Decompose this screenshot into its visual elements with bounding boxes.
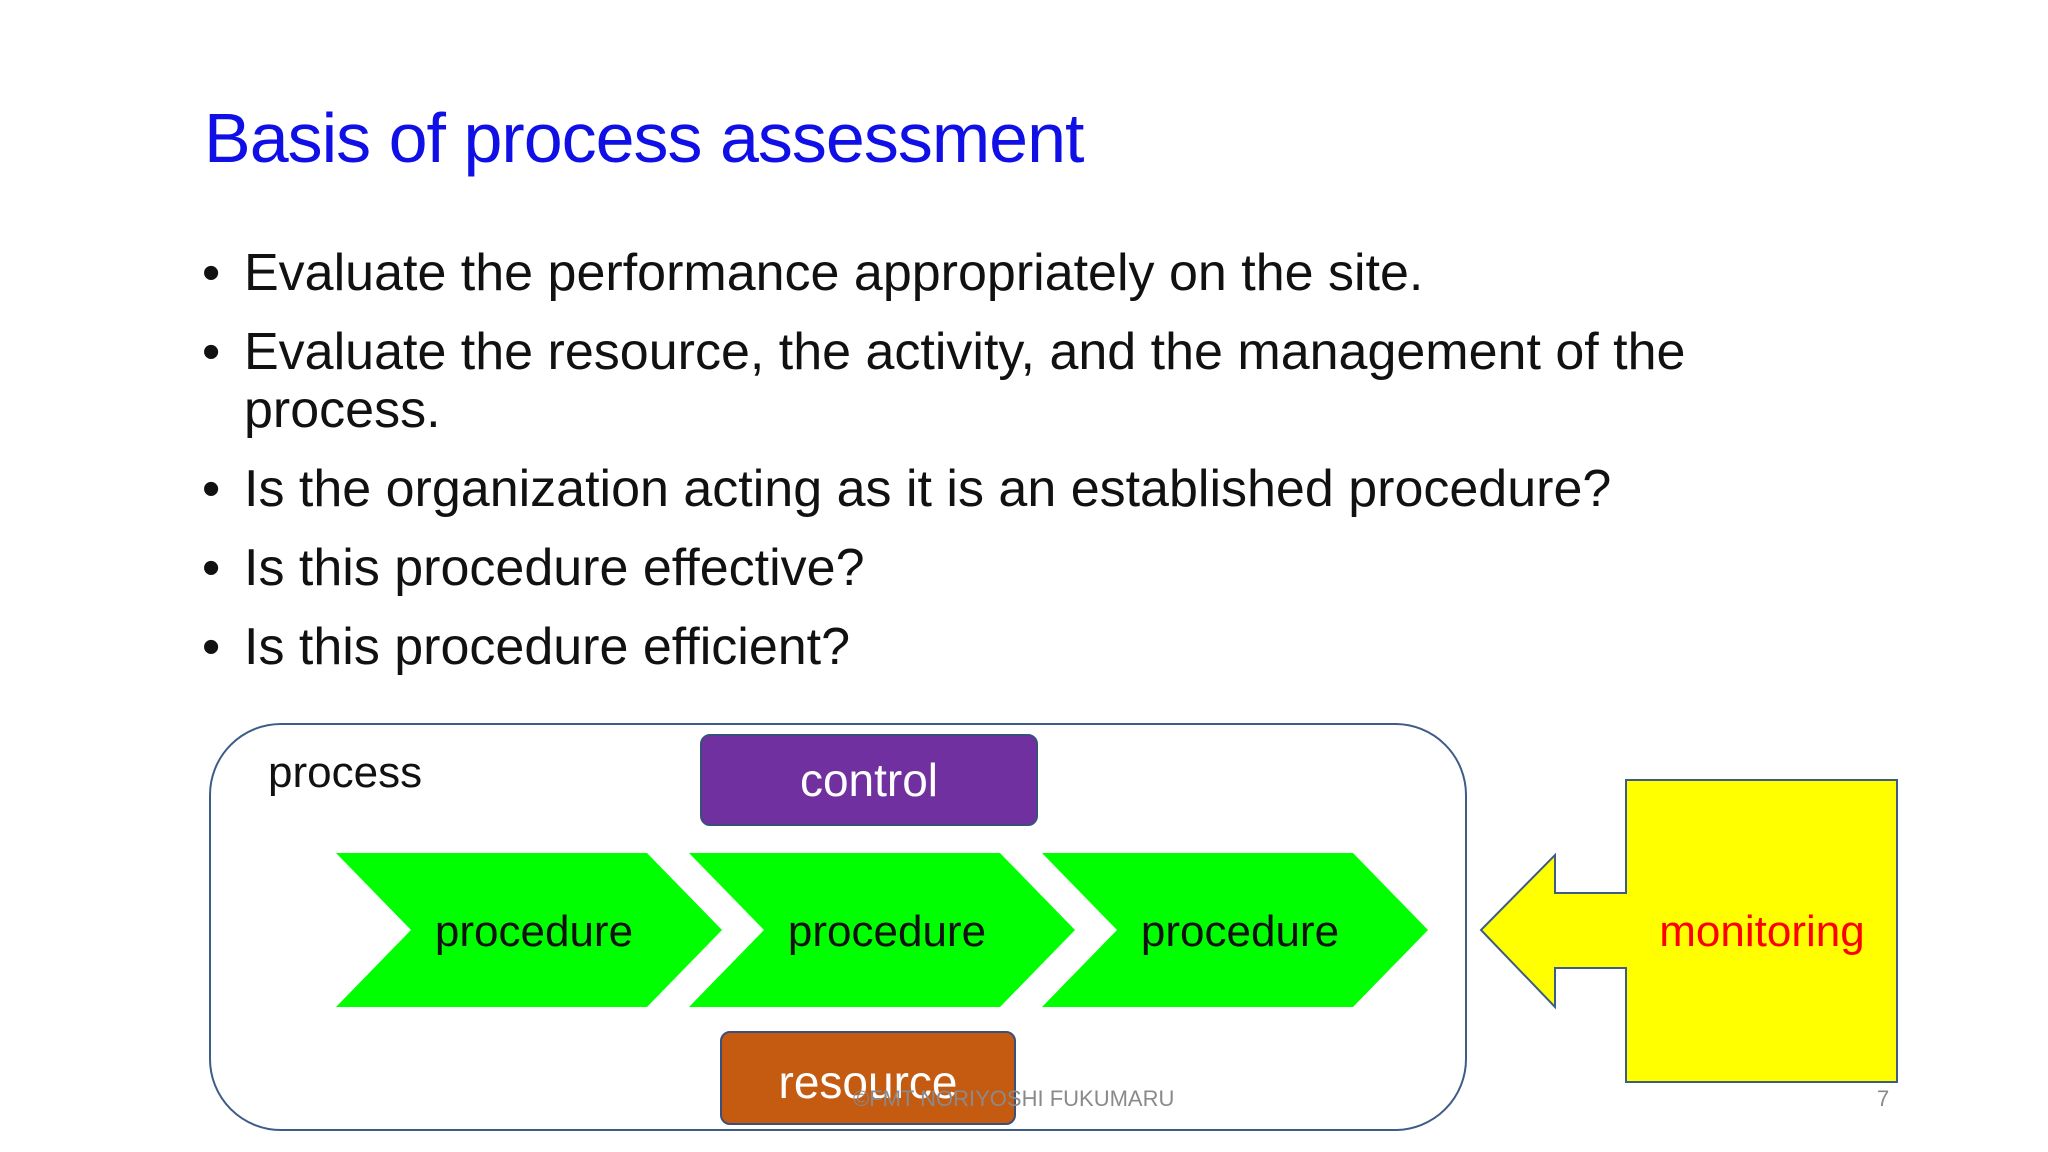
bullet-item: • Evaluate the resource, the activity, a…: [202, 323, 1802, 439]
resource-box: resource: [720, 1031, 1016, 1125]
bullet-list: • Evaluate the performance appropriately…: [202, 244, 1802, 697]
page-number: 7: [1877, 1086, 1890, 1111]
control-label: control: [799, 754, 939, 806]
bullet-marker: •: [202, 460, 221, 518]
bullet-marker: •: [202, 539, 221, 597]
bullet-text: Is this procedure efficient?: [244, 618, 851, 676]
monitoring-label: monitoring: [1659, 907, 1864, 956]
resource-label: resource: [778, 1056, 958, 1108]
bullet-text: Is this procedure effective?: [244, 539, 865, 597]
control-box: control: [700, 734, 1038, 826]
bullet-marker: •: [202, 323, 221, 381]
process-container: [209, 723, 1467, 1131]
bullet-item: • Evaluate the performance appropriately…: [202, 244, 1802, 302]
monitoring-arrow-callout: [1479, 779, 1898, 1083]
bullet-item: • Is this procedure efficient?: [202, 618, 1802, 676]
bullet-text: Is the organization acting as it is an e…: [244, 460, 1612, 518]
process-label: process: [268, 748, 423, 797]
slide-title: Basis of process assessment: [204, 99, 1084, 177]
bullet-text: Evaluate the performance appropriately o…: [244, 244, 1424, 302]
bullet-item: • Is this procedure effective?: [202, 539, 1802, 597]
bullet-text: Evaluate the resource, the activity, and…: [244, 323, 1686, 439]
bullet-item: • Is the organization acting as it is an…: [202, 460, 1802, 518]
bullet-marker: •: [202, 244, 221, 302]
bullet-marker: •: [202, 618, 221, 676]
slide-footer: ©FMT NORIYOSHI FUKUMARU: [853, 1086, 1175, 1111]
